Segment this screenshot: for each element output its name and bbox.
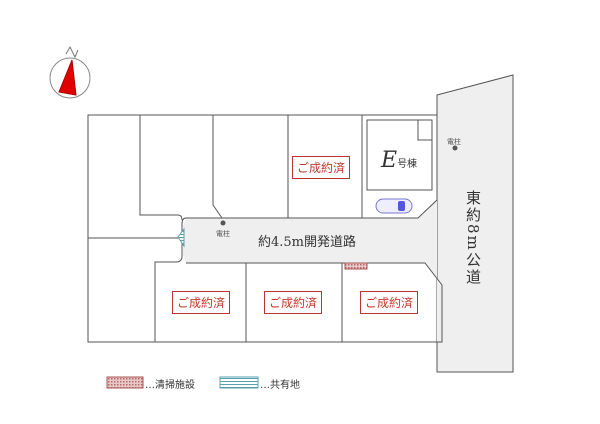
- utility-pole-icon: [220, 220, 226, 226]
- sold-badge: ご成約済: [172, 291, 231, 314]
- compass-icon: [49, 45, 91, 99]
- legend-shared-label: …共有地: [260, 380, 300, 391]
- sold-badge: ご成約済: [264, 291, 323, 314]
- legend-lines-swatch: [219, 376, 259, 389]
- sold-badge: ご成約済: [292, 156, 351, 179]
- cleaning-facility: [344, 262, 368, 270]
- development-road: [183, 200, 442, 342]
- main-road-label: 約4.5m開発道路: [258, 235, 357, 250]
- sold-badge: ご成約済: [360, 291, 419, 314]
- utility-pole-label: 電柱: [447, 138, 461, 146]
- legend-cleaning-label: …清掃施設: [145, 380, 195, 391]
- lot-e-label: E号棟: [381, 148, 418, 173]
- utility-pole-icon: [452, 145, 458, 151]
- legend-hatch-swatch: [106, 376, 144, 389]
- shared-land: [177, 227, 185, 248]
- car-icon: [375, 198, 413, 214]
- east-road-label: 東約8m公道: [464, 190, 482, 286]
- utility-pole-label: 電柱: [216, 230, 230, 238]
